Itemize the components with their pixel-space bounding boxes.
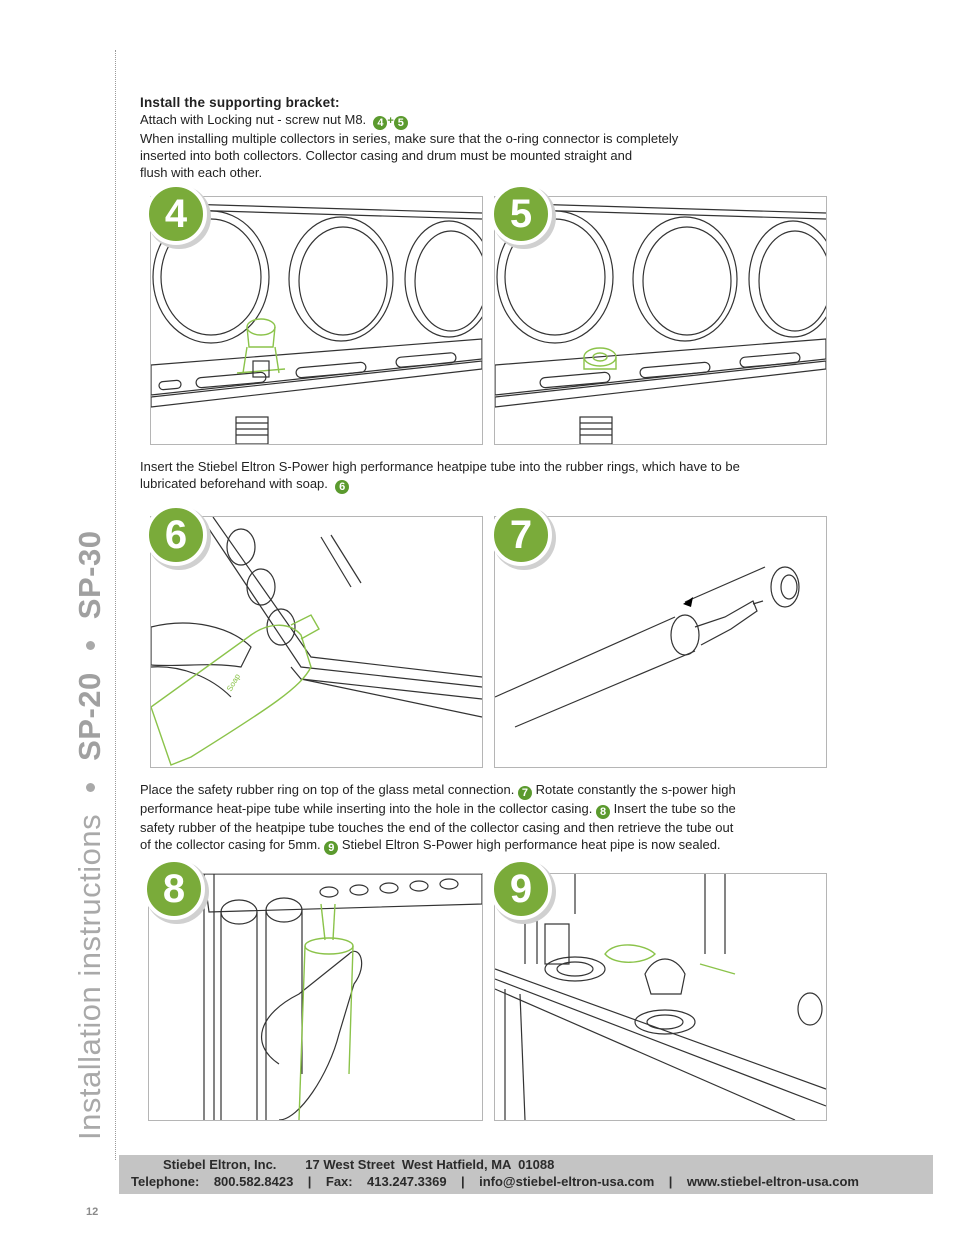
plus-sign: + (387, 115, 394, 127)
paragraph-line: inserted into both collectors. Collector… (140, 148, 633, 163)
text: Place the safety rubber ring on top of t… (140, 782, 515, 797)
figure-badge-7: 7 (490, 504, 552, 566)
section-bracket-text: Install the supporting bracket: Attach w… (140, 94, 678, 181)
figure-badge-6: 6 (145, 504, 207, 566)
text: lubricated beforehand with soap. (140, 476, 328, 491)
paragraph-line: Insert the Stiebel Eltron S-Power high p… (140, 459, 740, 474)
step-ref-8: 8 (596, 805, 611, 819)
section-insert-text: Insert the Stiebel Eltron S-Power high p… (140, 458, 740, 494)
text: Insert the tube so the (613, 801, 736, 816)
page-number: 12 (86, 1206, 99, 1218)
figure-badge-4: 4 (145, 183, 207, 245)
figure-badge-9: 9 (490, 858, 552, 920)
bottle-label: Soap (225, 672, 242, 693)
margin-dotted-line (115, 50, 116, 1160)
footer-contact: Telephone: 800.582.8423 | Fax: 413.247.3… (131, 1174, 859, 1189)
paragraph-line: lubricated beforehand with soap. 6 (140, 475, 740, 494)
figure-badge-8: 8 (143, 858, 205, 920)
figure-8-panel (148, 873, 483, 1121)
paragraph-line: of the collector casing for 5mm. 9 Stieb… (140, 836, 736, 855)
figure-4-panel (150, 196, 483, 445)
sidebar-section-title: Installation instructions (72, 813, 107, 1140)
text: Rotate constantly the s-power high (535, 782, 736, 797)
section-seal-text: Place the safety rubber ring on top of t… (140, 781, 736, 855)
paragraph-line: Place the safety rubber ring on top of t… (140, 781, 736, 800)
step-ref-9: 9 (324, 841, 339, 855)
tube-insert-illustration (203, 874, 482, 1120)
tube-illustration (495, 566, 800, 728)
figure-6-panel: Soap (150, 516, 483, 768)
sidebar-title: Installation instructions SP-20 SP-30 (72, 531, 108, 1140)
paragraph-line: performance heat-pipe tube while inserti… (140, 800, 736, 819)
bullet-separator (85, 782, 95, 792)
bullet-separator (85, 641, 95, 651)
footer-bar: Stiebel Eltron, Inc. 17 West Street West… (119, 1155, 933, 1194)
text: of the collector casing for 5mm. (140, 837, 321, 852)
text: performance heat-pipe tube while inserti… (140, 801, 593, 816)
step-ref-4: 4 (373, 116, 388, 130)
step-ref-7: 7 (517, 786, 532, 800)
sidebar-model-2: SP-30 (72, 530, 107, 620)
figure-5-panel (494, 196, 827, 445)
section-heading: Install the supporting bracket: (140, 95, 340, 110)
paragraph-line: safety rubber of the heatpipe tube touch… (140, 820, 734, 835)
text: Attach with Locking nut - screw nut M8. (140, 112, 367, 127)
bracket-illustration (151, 202, 482, 444)
sidebar-model-1: SP-20 (72, 672, 107, 761)
soap-illustration: Soap (151, 517, 482, 766)
sealed-illustration (495, 874, 826, 1120)
figure-7-panel (494, 516, 827, 768)
text: Stiebel Eltron S-Power high performance … (341, 837, 721, 852)
step-ref-6: 6 (335, 480, 350, 494)
paragraph-line: flush with each other. (140, 165, 263, 180)
footer-address: Stiebel Eltron, Inc. 17 West Street West… (163, 1157, 555, 1172)
figure-badge-5: 5 (490, 183, 552, 245)
paragraph-line: When installing multiple collectors in s… (140, 131, 679, 146)
step-ref-5: 5 (393, 116, 408, 130)
figure-9-panel (494, 873, 827, 1121)
paragraph-line: Attach with Locking nut - screw nut M8. … (140, 111, 678, 130)
